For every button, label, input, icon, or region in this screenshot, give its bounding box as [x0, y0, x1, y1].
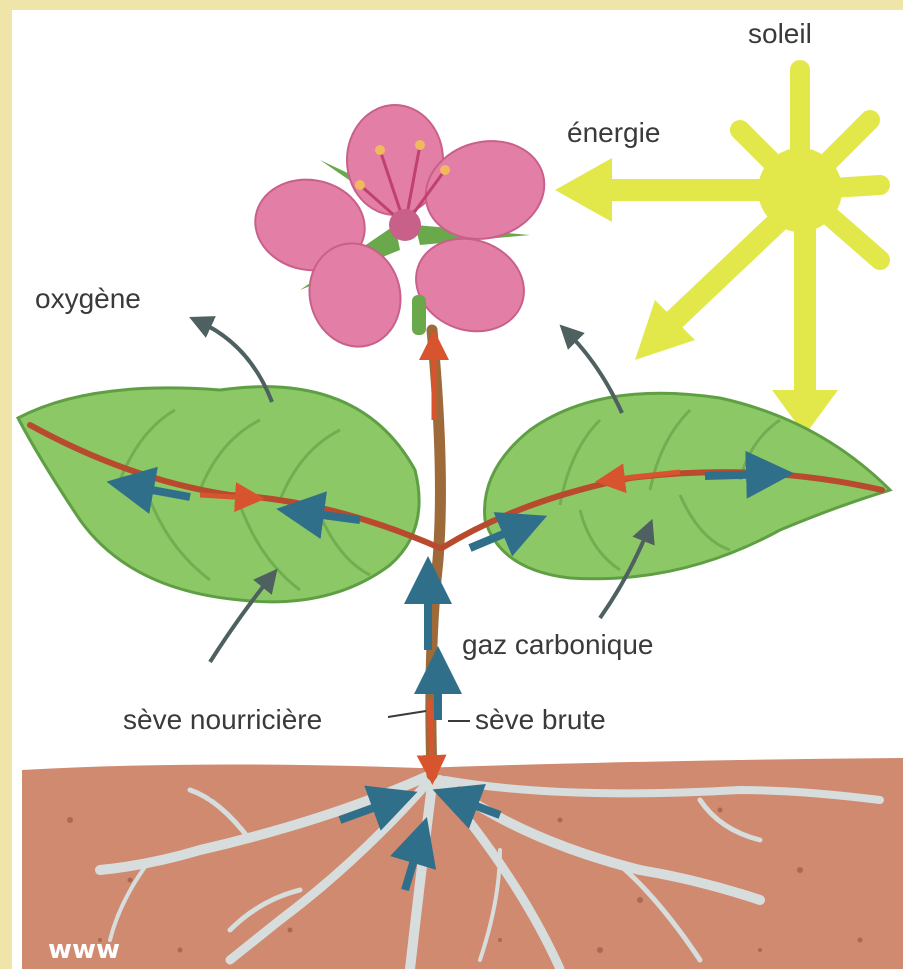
label-nourishing-sap: sève nourricière [123, 704, 322, 735]
watermark: www [48, 935, 120, 965]
label-co2: gaz carbonique [462, 629, 653, 660]
label-oxygen: oxygène [35, 283, 141, 314]
flower-center [389, 209, 421, 241]
label-raw-sap: sève brute [475, 704, 606, 735]
label-energy: énergie [567, 117, 660, 148]
label-sun: soleil [748, 18, 812, 49]
flower-receptacle [412, 295, 426, 335]
